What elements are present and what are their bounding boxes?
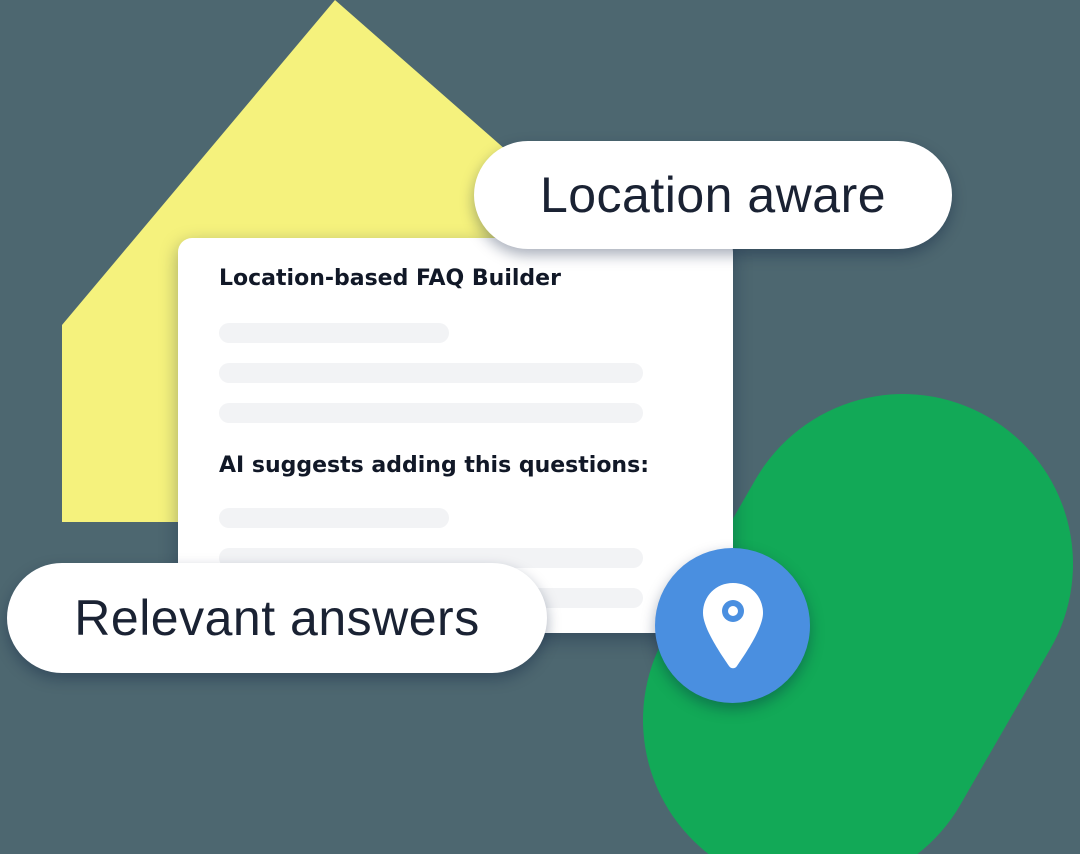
location-pin-badge [655, 548, 810, 703]
location-aware-badge: Location aware [474, 141, 952, 249]
relevant-answers-badge: Relevant answers [7, 563, 547, 673]
ai-suggestions-heading: AI suggests adding this questions: [219, 453, 649, 478]
card-title: Location-based FAQ Builder [219, 266, 561, 291]
skeleton-line [219, 403, 643, 423]
faq-builder-card: Location-based FAQ Builder AI suggests a… [178, 238, 733, 633]
skeleton-line [219, 323, 449, 343]
green-pill-shape [643, 394, 1073, 854]
map-pin-icon [702, 582, 763, 668]
location-aware-label: Location aware [539, 167, 887, 223]
skeleton-line [219, 363, 643, 383]
relevant-answers-label: Relevant answers [74, 590, 480, 646]
skeleton-line [219, 508, 449, 528]
